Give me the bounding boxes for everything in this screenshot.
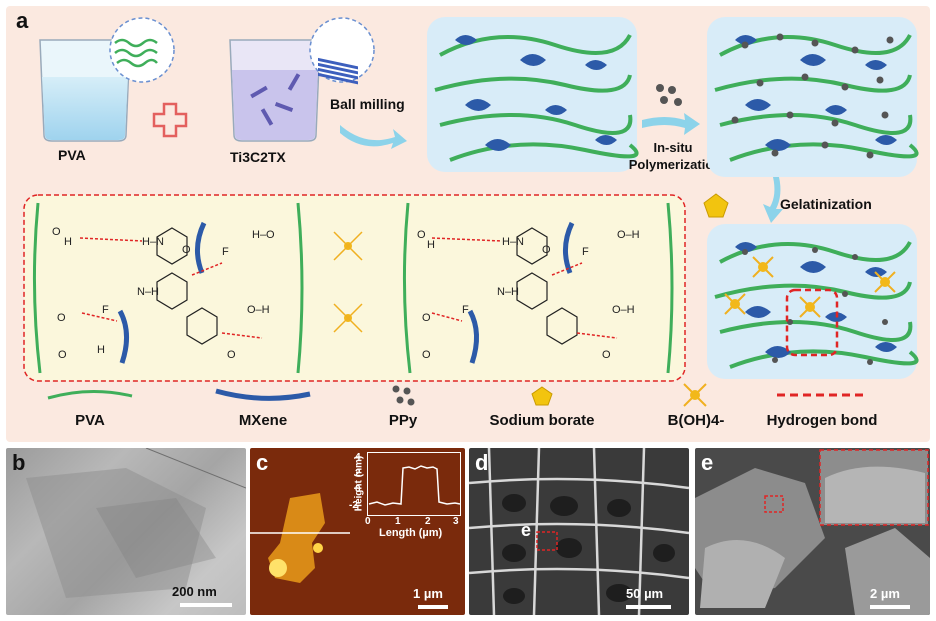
sodium-borate-icon <box>703 193 729 218</box>
svg-text:O: O <box>57 312 66 324</box>
mxene-beaker-illustration <box>229 17 375 142</box>
scale-label-c: 1 µm <box>413 586 443 601</box>
svg-text:F: F <box>102 304 109 316</box>
hydrogel-network-illustration <box>707 224 919 379</box>
svg-text:H–N: H–N <box>142 236 164 248</box>
y-tick-neg2: -2 <box>349 500 358 511</box>
svg-text:N–H: N–H <box>137 286 159 298</box>
panel-label-e: e <box>701 450 714 475</box>
afm-image <box>250 448 465 615</box>
sem-zoom-image <box>695 448 930 615</box>
panel-label-c: c <box>256 450 269 475</box>
scale-bar-d <box>626 605 671 609</box>
panel-label-a: a <box>16 8 29 33</box>
legend-sodium-borate-swatch <box>531 386 553 406</box>
inset-plot-frame <box>367 452 461 516</box>
svg-text:O: O <box>182 244 191 256</box>
svg-text:H: H <box>64 236 72 248</box>
panel-label-b: b <box>12 450 26 475</box>
gelatinization-arrow-icon <box>763 177 783 223</box>
legend-hydrogen-bond-swatch <box>777 393 868 397</box>
scale-bar-b <box>180 603 232 607</box>
x-tick-2: 2 <box>425 516 431 527</box>
svg-text:O–H: O–H <box>617 229 640 241</box>
scale-bar-c <box>418 605 448 609</box>
svg-text:O: O <box>422 312 431 324</box>
legend-ppy-label: PPy <box>388 412 418 429</box>
scale-label-d: 50 µm <box>626 586 664 601</box>
x-tick-0: 0 <box>365 516 371 527</box>
inset-y-axis: 4 2 0 -2 <box>345 450 365 514</box>
y-tick-0: 0 <box>355 484 361 495</box>
svg-text:H: H <box>427 239 435 251</box>
svg-text:O: O <box>52 226 61 238</box>
svg-text:H–N: H–N <box>502 236 524 248</box>
scale-label-b: 200 nm <box>172 584 217 599</box>
sem-porous-image <box>469 448 689 615</box>
svg-text:H–O: H–O <box>252 229 275 241</box>
svg-text:O–H: O–H <box>612 304 635 316</box>
polymerization-arrow-icon <box>642 113 700 135</box>
ball-milling-label: Ball milling <box>330 96 405 112</box>
legend-sodium-borate-label: Sodium borate <box>489 412 595 429</box>
svg-text:O: O <box>422 349 431 361</box>
svg-text:O: O <box>542 244 551 256</box>
legend-mxene-swatch <box>215 388 311 401</box>
legend-pva-label: PVA <box>75 412 105 429</box>
tem-image <box>6 448 246 615</box>
ppy-composite-illustration <box>707 17 919 177</box>
ball-milling-arrow-icon <box>340 125 407 149</box>
y-tick-4: 4 <box>355 452 361 463</box>
polymerization-label: Polymerization <box>628 157 722 172</box>
inset-y-label: Height (nm) <box>353 455 365 512</box>
panel-d-zoom-marker: e <box>521 520 532 540</box>
scale-bar-e <box>870 605 910 609</box>
x-tick-1: 1 <box>395 516 401 527</box>
plus-icon <box>152 102 188 138</box>
legend-borate-ion-swatch <box>683 383 707 407</box>
in-situ-label: In-situ <box>653 140 693 155</box>
svg-text:O: O <box>58 349 67 361</box>
x-tick-3: 3 <box>453 516 459 527</box>
svg-text:F: F <box>582 246 589 258</box>
svg-text:F: F <box>222 246 229 258</box>
scale-label-e: 2 µm <box>870 586 900 601</box>
pva-beaker-label: PVA <box>58 147 86 163</box>
height-profile-trace <box>368 465 461 506</box>
mxene-beaker-label: Ti3C2TX <box>230 149 286 165</box>
svg-text:O: O <box>602 349 611 361</box>
legend-ppy-swatch <box>392 385 415 406</box>
svg-text:H: H <box>97 344 105 356</box>
afm-height-profile-inset: 4 2 0 -2 Height (nm) 0 1 2 3 Length (µm) <box>345 450 463 540</box>
pva-mxene-mixture-illustration <box>427 17 639 172</box>
svg-text:O: O <box>227 349 236 361</box>
svg-text:O: O <box>417 229 426 241</box>
pva-beaker-illustration <box>39 17 175 142</box>
ppy-particles-icon <box>656 84 682 106</box>
svg-text:F: F <box>462 304 469 316</box>
gelatinization-label: Gelatinization <box>780 196 872 212</box>
svg-text:O–H: O–H <box>247 304 270 316</box>
legend-borate-ion-label: B(OH)4- <box>667 412 725 429</box>
panel-label-d: d <box>475 450 489 475</box>
legend-pva-swatch <box>47 390 133 400</box>
y-tick-2: 2 <box>355 468 361 479</box>
inset-x-label: Length (µm) <box>379 527 443 539</box>
legend-mxene-label: MXene <box>238 412 288 429</box>
legend-hydrogen-bond-label: Hydrogen bond <box>766 412 878 429</box>
svg-text:N–H: N–H <box>497 286 519 298</box>
